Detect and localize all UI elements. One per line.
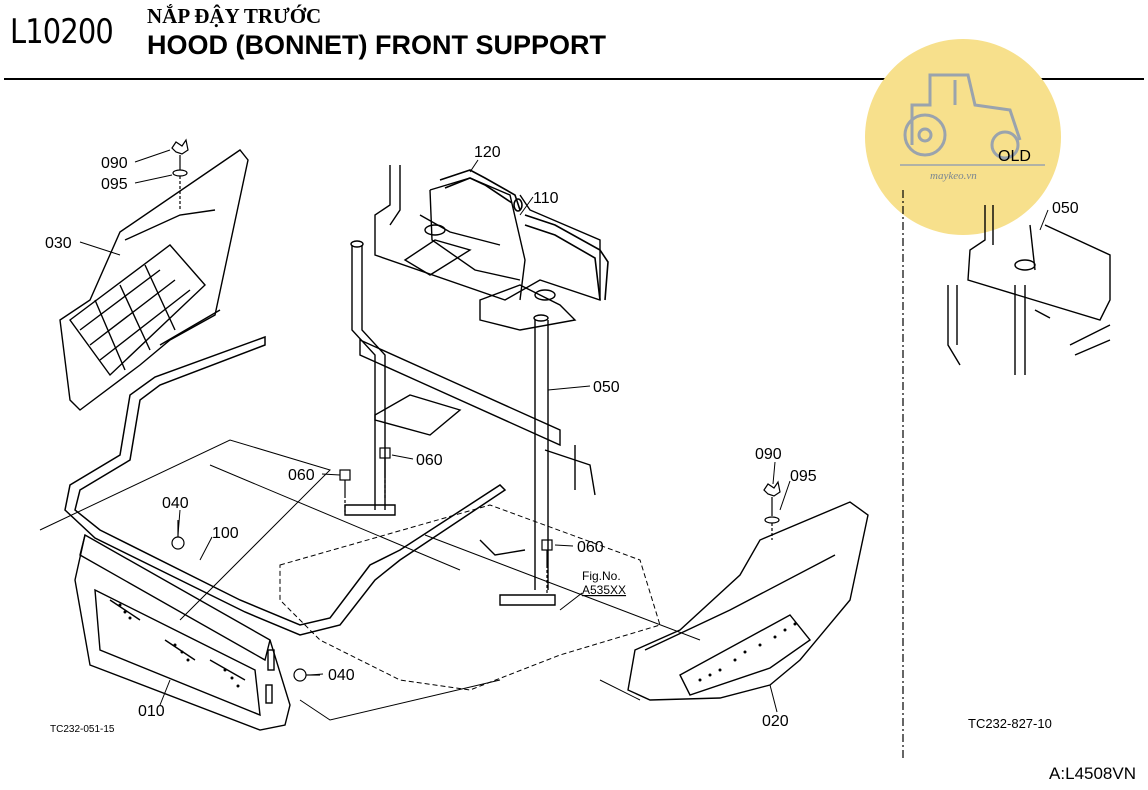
label-010: 010 [138, 703, 165, 720]
grille-020-holes [698, 622, 797, 682]
page-reference: A:L4508VN [1049, 764, 1136, 783]
part-100-seal-frame [64, 335, 507, 636]
label-060-a: 060 [288, 467, 315, 484]
floor-plate [39, 439, 701, 721]
part-010-front-grille [74, 533, 291, 731]
leader-lines [79, 149, 1049, 713]
grille-010-holes [118, 603, 240, 688]
label-100: 100 [212, 525, 239, 542]
drawing-code-left: TC232-051-15 [50, 724, 115, 735]
fig-ref-number: A535XX [582, 583, 626, 597]
wing-bolt-right [763, 480, 781, 540]
label-040-a: 040 [162, 495, 189, 512]
label-120: 120 [474, 144, 501, 161]
watermark-old-text: OLD [998, 148, 1031, 165]
label-050-old: 050 [1052, 200, 1079, 217]
title-vietnamese: NẮP ĐẬY TRƯỚC [147, 4, 322, 28]
upper-bracket [374, 165, 601, 331]
bolts-060 [339, 447, 553, 595]
old-frame-detail [947, 205, 1111, 375]
watermark: OLD maykeo.vn [865, 39, 1061, 235]
part-labels: 090 095 030 120 110 050 060 060 060 040 … [45, 144, 1079, 735]
label-090-left: 090 [101, 155, 128, 172]
part-120-seal [439, 169, 523, 212]
fig-ref-label: Fig.No. [582, 569, 621, 583]
label-040-b: 040 [328, 667, 355, 684]
watermark-site-text: maykeo.vn [930, 170, 977, 182]
bolts-040 [171, 520, 320, 682]
label-050: 050 [593, 379, 620, 396]
part-110-seal [524, 214, 609, 301]
label-110: 110 [533, 190, 559, 207]
drawing-code-right: TC232-827-10 [968, 716, 1052, 731]
label-060-b: 060 [416, 452, 443, 469]
section-code: L10200 [10, 12, 114, 52]
wing-bolt-left [171, 138, 189, 210]
label-030: 030 [45, 235, 72, 252]
label-060-c: 060 [577, 539, 604, 556]
header-rule [4, 78, 1144, 80]
label-095-left: 095 [101, 176, 128, 193]
title-english: HOOD (BONNET) FRONT SUPPORT [147, 30, 606, 60]
label-020: 020 [762, 713, 789, 730]
label-095-right: 095 [790, 468, 817, 485]
label-090-right: 090 [755, 446, 782, 463]
page-header: L10200 NẮP ĐẬY TRƯỚC HOOD (BONNET) FRONT… [0, 0, 1148, 82]
part-030-side-panel [59, 149, 249, 411]
part-020-side-panel [627, 501, 869, 701]
part-050-support-frame [344, 239, 596, 606]
watermark-circle [865, 39, 1061, 235]
tractor-icon [900, 73, 1045, 166]
